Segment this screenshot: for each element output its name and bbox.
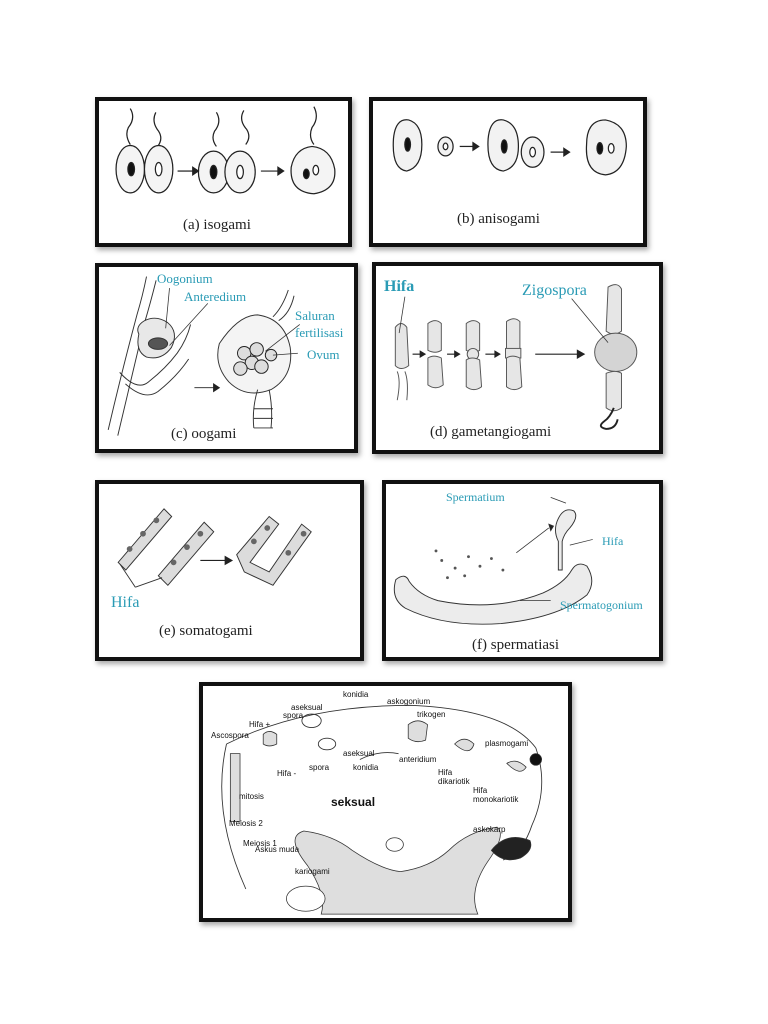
panel-oogami: Oogonium Anteredium Saluran fertilisasi … (95, 263, 358, 453)
label-spermatium: Spermatium (446, 490, 505, 504)
cycle-label-kariogami: kariogami (295, 867, 330, 876)
cycle-label-aseksual-mid: aseksual (343, 749, 375, 758)
cycle-label-askokarp: askokarp (473, 825, 506, 834)
caption-oogami: (c) oogami (171, 426, 237, 442)
cycle-label-spora-minus: spora (309, 763, 330, 772)
cycle-label-meiosis2: Meiosis 2 (229, 819, 263, 828)
caption-isogami: (a) isogami (183, 217, 251, 233)
cycle-label-ascospora: Ascospora (211, 731, 249, 740)
panel-isogami: (a) isogami (95, 97, 352, 247)
cycle-label-hifa-dikariotik: Hifa dikariotik (438, 768, 470, 786)
spermatiasi-illustration (393, 497, 593, 625)
caption-spermatiasi: (f) spermatiasi (472, 637, 560, 653)
life-cycle-illustration (221, 704, 543, 915)
panel-gametangiogami: Hifa Zigospora (d) gametangiogami (372, 262, 663, 454)
cycle-label-hifa-minus: Hifa - (277, 769, 297, 778)
panel-somatogami: Hifa (e) somatogami (95, 480, 364, 661)
cycle-label-konidia-top: konidia (343, 690, 369, 699)
panel-anisogami: (b) anisogami (369, 97, 647, 247)
cycle-label-anteridium: anteridium (399, 755, 437, 764)
cycle-center-label: seksual (331, 795, 376, 809)
isogami-illustration (115, 106, 336, 195)
cycle-label-plasmogami: plasmogami (485, 739, 529, 748)
oogami-illustration (107, 276, 301, 436)
label-anteredium: Anteredium (184, 289, 247, 304)
label-hifa-d: Hifa (384, 278, 415, 295)
label-oogonium: Oogonium (157, 271, 213, 286)
label-zigospora: Zigospora (522, 282, 587, 299)
cycle-label-aseksual-top: aseksual (291, 703, 323, 712)
cycle-label-meiosis1: Meiosis 1 (243, 839, 277, 848)
caption-gametangiogami: (d) gametangiogami (430, 424, 552, 440)
label-hifa-e: Hifa (111, 594, 140, 611)
label-spermatogonium: Spermatogonium (560, 598, 643, 612)
cycle-label-spora-plus: spora (283, 711, 304, 720)
cycle-label-trikogen: trikogen (417, 710, 446, 719)
anisogami-illustration (392, 119, 627, 176)
cycle-label-konidia-mid: konidia (353, 763, 379, 772)
caption-somatogami: (e) somatogami (159, 623, 253, 639)
caption-anisogami: (b) anisogami (457, 211, 540, 227)
panel-life-cycle: konidia aseksual spora Hifa + Ascospora … (199, 682, 572, 922)
cycle-label-hifa-plus: Hifa + (249, 720, 271, 729)
cycle-label-askus-muda: Askus muda (255, 845, 300, 854)
cycle-label-askogonium: askogonium (387, 697, 431, 706)
cycle-label-mitosis: mitosis (239, 792, 264, 801)
cycle-label-hifa-monokariotik: Hifa monokariotik (473, 786, 519, 804)
gametangiogami-illustration (394, 284, 638, 430)
label-saluran-fertilisasi: Saluran fertilisasi (295, 308, 344, 340)
label-hifa-f: Hifa (602, 534, 624, 548)
panel-spermatiasi: Spermatium Hifa Spermatogonium (f) sperm… (382, 480, 663, 661)
somatogami-illustration (117, 508, 312, 588)
label-ovum: Ovum (307, 347, 340, 362)
